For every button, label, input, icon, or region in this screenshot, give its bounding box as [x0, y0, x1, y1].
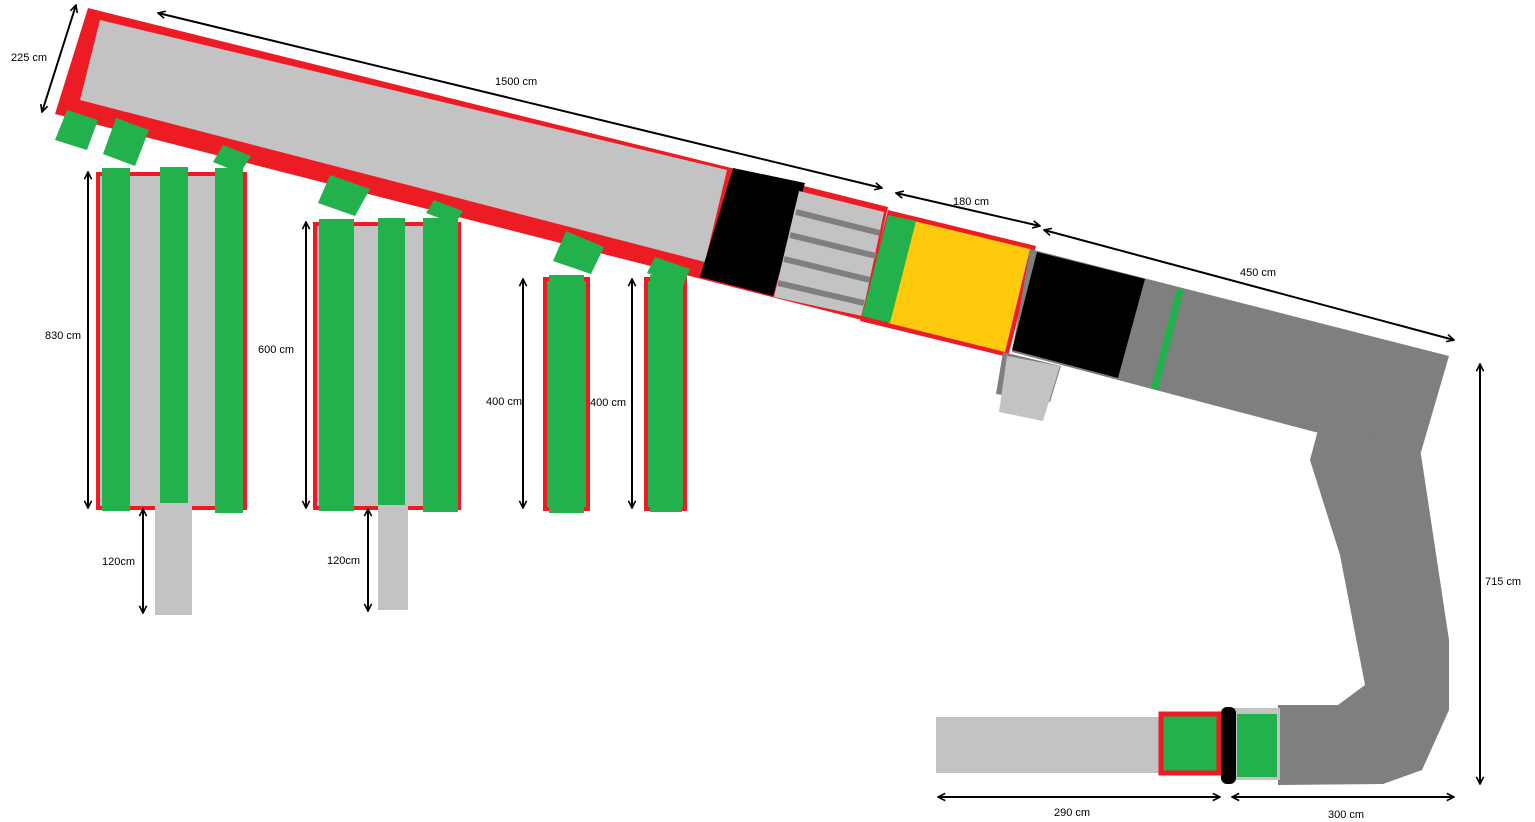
- dimension-labels: 225 cm 1500 cm 180 cm 450 cm 715 cm 290 …: [11, 52, 1521, 821]
- dim-line-180: [896, 193, 1040, 226]
- label-450: 450 cm: [1240, 267, 1276, 279]
- label-715: 715 cm: [1485, 576, 1521, 588]
- branch-feeder: [103, 118, 149, 166]
- dim-line-1500: [158, 13, 882, 188]
- side-box-light: [999, 356, 1060, 421]
- label-600: 600 cm: [258, 344, 294, 356]
- label-1500: 1500 cm: [495, 76, 537, 88]
- bay-2-lane-green: [378, 218, 405, 510]
- branch-feeder: [553, 231, 604, 274]
- label-290: 290 cm: [1054, 807, 1090, 819]
- dim-line-225: [42, 5, 76, 112]
- roller-section: [774, 191, 884, 316]
- bay-2-lane-green: [319, 219, 354, 511]
- branch-feeder: [426, 200, 463, 224]
- label-225: 225 cm: [11, 52, 47, 64]
- gray-section-vertical: [1278, 356, 1449, 785]
- bay-1-exit-conveyor: [155, 503, 192, 615]
- label-120-a: 120cm: [102, 556, 135, 568]
- bottom-green-segment: [1237, 714, 1277, 777]
- bay-2: [313, 218, 461, 610]
- label-180: 180 cm: [953, 196, 989, 208]
- bay-1-lane-green: [215, 168, 243, 513]
- bay-1-lane-green: [160, 167, 188, 507]
- bay-1-lane-green: [102, 168, 130, 511]
- yellow-section-green-band: [862, 215, 916, 323]
- yellow-section: [860, 210, 1036, 357]
- bay-3: [543, 275, 590, 513]
- label-830: 830 cm: [45, 330, 81, 342]
- bay-4: [644, 275, 687, 512]
- bay-1: [96, 167, 247, 615]
- dimension-lines: [42, 5, 1480, 797]
- label-400-a: 400 cm: [486, 396, 522, 408]
- roller-bars: [777, 209, 881, 306]
- bay-2-lane-green: [423, 218, 458, 512]
- bottom-conveyor: [936, 707, 1280, 784]
- bottom-red-box: [1158, 711, 1222, 776]
- bottom-black-coupling: [1221, 707, 1236, 784]
- black-unit: [700, 168, 805, 296]
- branch-feeder: [647, 257, 690, 286]
- label-300: 300 cm: [1328, 809, 1364, 821]
- bay-2-exit-conveyor: [378, 505, 408, 610]
- dim-line-450: [1044, 230, 1454, 340]
- label-400-b: 400 cm: [590, 397, 626, 409]
- branch-feeder: [55, 110, 98, 150]
- bay-4-lane-green: [650, 275, 682, 512]
- yellow-section-fill: [888, 221, 1030, 352]
- bottom-left-conveyor: [936, 717, 1164, 773]
- bay-3-lane-green: [549, 275, 584, 513]
- gray-section: [996, 249, 1449, 785]
- label-120-b: 120cm: [327, 555, 360, 567]
